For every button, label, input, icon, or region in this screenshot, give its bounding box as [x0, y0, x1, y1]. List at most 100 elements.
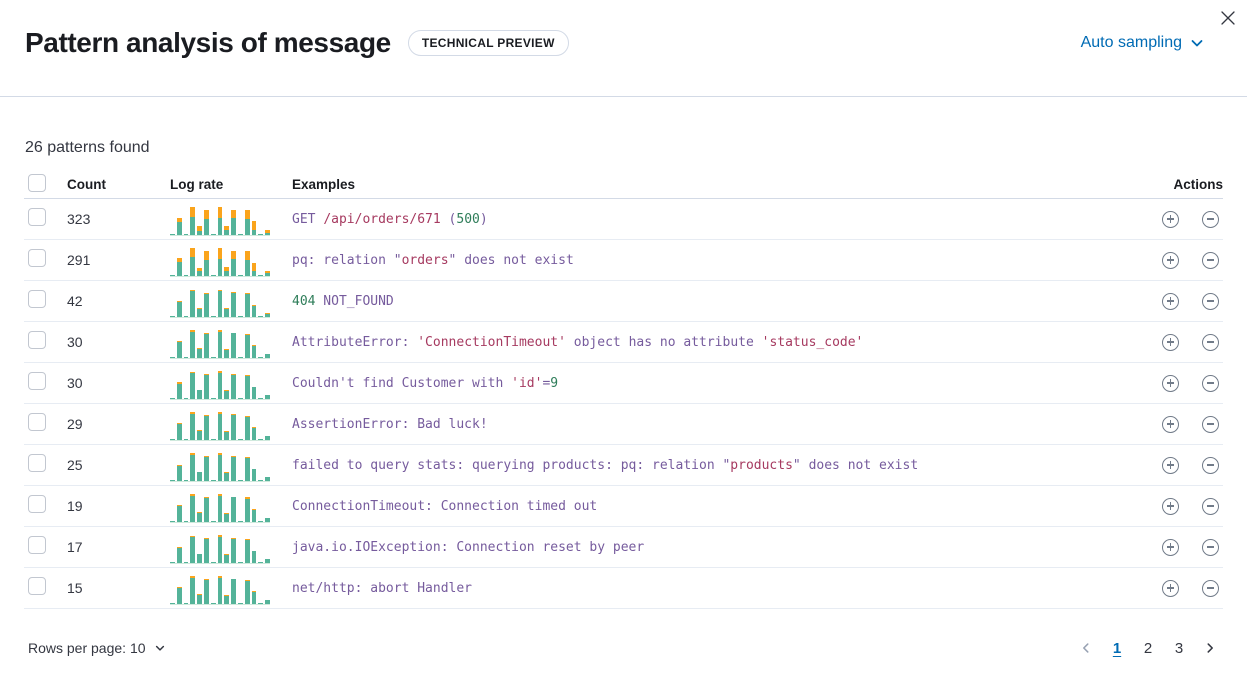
close-icon[interactable] [1215, 5, 1241, 31]
sparkline-bar [183, 438, 189, 440]
filter-in-icon[interactable] [1162, 415, 1179, 433]
filter-out-icon[interactable] [1202, 374, 1219, 392]
sparkline-bar [224, 472, 230, 481]
filter-out-icon[interactable] [1202, 456, 1219, 474]
row-checkbox[interactable] [28, 330, 46, 349]
sparkline-bar [244, 457, 250, 481]
filter-out-icon[interactable] [1202, 210, 1219, 228]
filter-out-icon[interactable] [1202, 497, 1219, 515]
sparkline-bar [197, 389, 202, 399]
page-button-1[interactable]: 1 [1106, 636, 1128, 660]
pattern-example: failed to query stats: querying products… [292, 458, 918, 473]
row-checkbox[interactable] [28, 207, 46, 226]
row-checkbox[interactable] [28, 371, 46, 390]
filter-in-icon[interactable] [1162, 579, 1179, 597]
sparkline-bar [237, 275, 243, 276]
pattern-count: 25 [67, 457, 83, 473]
rows-per-page-dropdown[interactable]: Rows per page: 10 [28, 640, 166, 656]
filter-out-icon[interactable] [1202, 538, 1219, 556]
sampling-dropdown[interactable]: Auto sampling [1081, 34, 1205, 52]
sparkline-bar [258, 561, 264, 563]
filter-out-icon[interactable] [1202, 333, 1219, 351]
header-divider [0, 96, 1247, 97]
sparkline-bar [176, 382, 182, 399]
sparkline-bar [251, 427, 257, 440]
row-checkbox[interactable] [28, 494, 46, 513]
filter-out-icon[interactable] [1202, 292, 1219, 310]
pattern-count: 291 [67, 252, 91, 268]
sparkline-bar [190, 576, 196, 604]
sparkline-bar [224, 226, 230, 235]
sparkline-bar [197, 226, 202, 235]
filter-in-icon[interactable] [1162, 497, 1179, 515]
sparkline-bar [224, 390, 230, 399]
prev-page-icon[interactable] [1075, 636, 1097, 660]
pattern-count: 323 [67, 211, 91, 227]
sparkline-bar [244, 497, 250, 522]
table-row: 19 ConnectionTimeout: Connection timed o… [24, 486, 1223, 527]
row-checkbox[interactable] [28, 412, 46, 431]
sparkline-bar [197, 512, 202, 522]
sparkline-bar [203, 579, 209, 604]
filter-in-icon[interactable] [1162, 538, 1179, 556]
sparkline-bar [203, 251, 209, 276]
next-page-icon[interactable] [1199, 636, 1221, 660]
sparkline-bar [183, 479, 189, 481]
sparkline-bar [176, 300, 182, 317]
example-segment: ConnectionTimeout: Connection timed out [292, 499, 598, 514]
table-header-row: Count Log rate Examples Actions [24, 170, 1223, 199]
row-checkbox[interactable] [28, 453, 46, 472]
row-checkbox[interactable] [28, 289, 46, 308]
sparkline-bar [265, 312, 270, 317]
page-button-3[interactable]: 3 [1168, 636, 1190, 660]
pattern-count: 15 [67, 580, 83, 596]
example-segment: ) [479, 212, 488, 227]
sparkline-bar [170, 234, 175, 235]
sparkline-bar [258, 356, 264, 358]
example-segment: = [542, 376, 551, 391]
sparkline-bar [231, 291, 236, 317]
sparkline-bar [244, 415, 250, 440]
sparkline-bar [217, 289, 223, 317]
filter-in-icon[interactable] [1162, 251, 1179, 269]
pattern-example: ConnectionTimeout: Connection timed out [292, 499, 597, 514]
sparkline-bar [265, 476, 270, 481]
sparkline-bar [231, 537, 236, 563]
filter-in-icon[interactable] [1162, 292, 1179, 310]
sparkline-bar [224, 308, 230, 317]
sparkline-bar [217, 330, 223, 358]
filter-in-icon[interactable] [1162, 374, 1179, 392]
table-row: 30 AttributeError: 'ConnectionTimeout' o… [24, 322, 1223, 363]
filter-in-icon[interactable] [1162, 210, 1179, 228]
row-checkbox[interactable] [28, 576, 46, 595]
sparkline-bar [224, 349, 230, 358]
example-segment: AttributeError: [292, 335, 418, 350]
chevron-down-icon [154, 642, 166, 654]
page-button-2[interactable]: 2 [1137, 636, 1159, 660]
filter-out-icon[interactable] [1202, 415, 1219, 433]
sparkline-bar [237, 561, 243, 563]
filter-in-icon[interactable] [1162, 333, 1179, 351]
sparkline-bar [190, 330, 196, 358]
sparkline-bar [197, 267, 202, 276]
row-checkbox[interactable] [28, 535, 46, 554]
example-segment: failed to query stats: querying products… [292, 458, 731, 473]
sparkline-bar [197, 471, 202, 481]
filter-in-icon[interactable] [1162, 456, 1179, 474]
sparkline-bar [224, 267, 230, 276]
sparkline-bar [210, 233, 216, 235]
row-checkbox[interactable] [28, 248, 46, 267]
sparkline-bar [176, 217, 182, 235]
table-row: 291 pq: relation "orders" does not exist [24, 240, 1223, 281]
log-rate-sparkline [170, 411, 270, 441]
log-rate-sparkline [170, 247, 270, 277]
column-header-actions: Actions [1173, 176, 1223, 192]
pattern-example: net/http: abort Handler [292, 581, 472, 596]
example-segment: 'status_code' [761, 335, 864, 350]
sparkline-bar [190, 535, 196, 563]
select-all-checkbox[interactable] [28, 173, 46, 192]
sparkline-bar [231, 455, 236, 481]
filter-out-icon[interactable] [1202, 251, 1219, 269]
sparkline-bar [197, 430, 202, 440]
filter-out-icon[interactable] [1202, 579, 1219, 597]
